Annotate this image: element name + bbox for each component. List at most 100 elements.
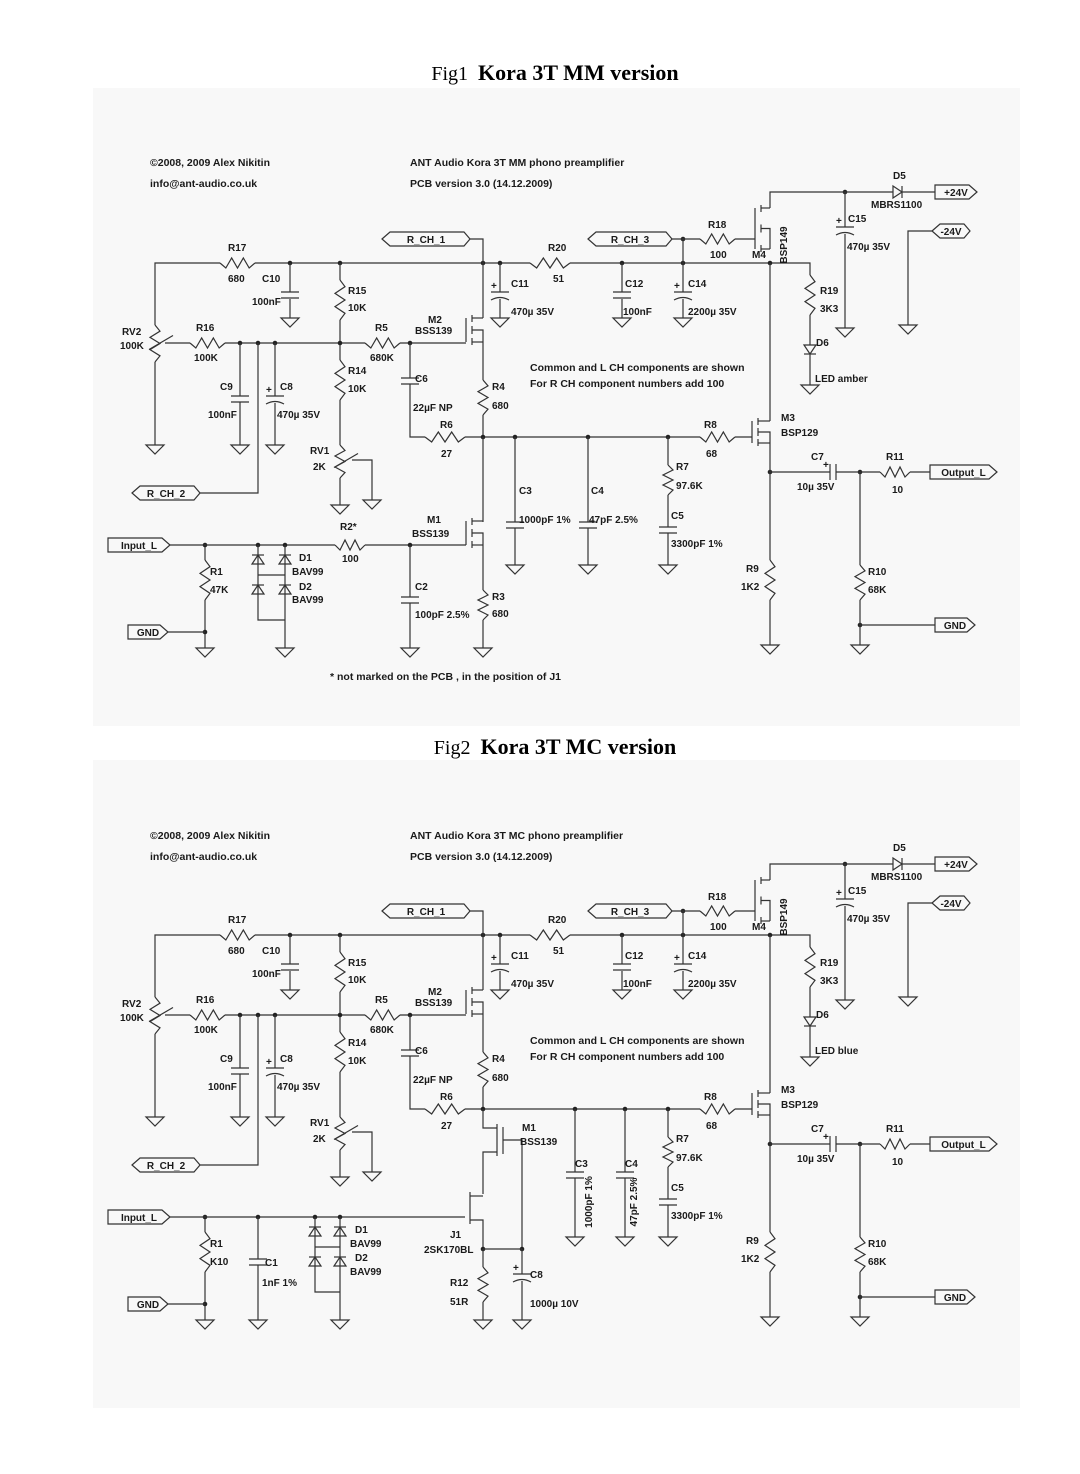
label-rv1-ref: RV1: [310, 446, 330, 457]
capacitor-plate-curved: [673, 968, 693, 973]
label-rv1-value: 2K: [313, 462, 327, 473]
plus-24v-port: [934, 856, 978, 872]
r-ch-1-port: [381, 231, 471, 247]
r-ch-1-port: [381, 903, 471, 919]
ground-icon: [657, 1236, 679, 1247]
resistor-r10: [853, 1236, 867, 1273]
label-c9-value: 100nF: [208, 410, 237, 421]
resistor-r18: [699, 232, 736, 246]
ground-icon: [144, 1116, 166, 1127]
wire: [470, 910, 484, 990]
label-m1-ref: M1: [522, 1123, 536, 1134]
wire: [200, 343, 259, 494]
label-r7-ref: R7: [676, 1134, 689, 1145]
label-m2-ref: M2: [428, 987, 442, 998]
label-c11-ref: C11: [511, 951, 529, 962]
label-r18-ref: R18: [708, 220, 727, 231]
wire: [470, 238, 484, 318]
r-ch-3-port-label: R_CH_3: [611, 907, 650, 918]
note-line-2: For R CH component numbers add 100: [530, 378, 724, 390]
label-r9-ref: R9: [746, 564, 759, 575]
ground-icon: [264, 444, 286, 455]
label-r14-value: 10K: [348, 1056, 367, 1067]
label-c8b-ref: C8: [530, 1270, 543, 1281]
potentiometer-arrow: [148, 334, 174, 351]
ground-icon: [564, 1236, 586, 1247]
ground-icon: [229, 1116, 251, 1127]
pcb-version: PCB version 3.0 (14.12.2009): [410, 851, 552, 863]
minus-24v-port-label: -24V: [940, 227, 961, 238]
label-d2-value: BAV99: [350, 1267, 382, 1278]
ground-icon: [759, 644, 781, 655]
gnd-left-port-label: GND: [137, 628, 159, 639]
ground-icon: [897, 324, 919, 335]
label-r19-ref: R19: [820, 286, 839, 297]
ground-icon: [279, 989, 301, 1000]
label-r19-value: 3K3: [820, 304, 839, 315]
ground-icon: [329, 1319, 351, 1330]
output-l-port: [929, 464, 998, 480]
pcb-version: PCB version 3.0 (14.12.2009): [410, 178, 552, 190]
resistor-r9: [763, 559, 777, 601]
label-c8b-value: 1000µ 10V: [530, 1299, 579, 1310]
label-d5-value: MBRS1100: [871, 200, 923, 211]
ground-icon: [577, 564, 599, 575]
label-r8-value: 68: [706, 449, 718, 460]
label-r7-value: 97.6K: [676, 1153, 703, 1164]
ground-icon: [614, 1236, 636, 1247]
label-c9-value: 100nF: [208, 1082, 237, 1093]
capacitor-plate-curved: [835, 231, 855, 236]
label-rv2-ref: RV2: [122, 999, 142, 1010]
label-r17-value: 680: [228, 274, 245, 285]
label-r4-value: 680: [492, 401, 509, 412]
resistor-r17: [219, 256, 256, 270]
label-c5-value: 3300pF 1%: [671, 539, 723, 550]
wire: [352, 1131, 373, 1172]
resistor-r19: [803, 946, 817, 988]
label-r6-value: 27: [441, 449, 453, 460]
label-r2-ref: R2*: [340, 522, 357, 533]
label-c10-ref: C10: [262, 946, 281, 957]
label-d5-ref: D5: [893, 171, 906, 182]
diode-d1-icon: [332, 1225, 348, 1237]
label-r10-ref: R10: [868, 567, 887, 578]
wire: [409, 1056, 425, 1110]
label-c12-ref: C12: [625, 279, 644, 290]
resistor-r4: [476, 1051, 490, 1088]
ground-icon: [657, 564, 679, 575]
wire: [470, 1219, 484, 1249]
label-c9-ref: C9: [220, 382, 233, 393]
resistor-r15: [333, 951, 347, 993]
gnd-left-port: [127, 1296, 169, 1312]
wire: [352, 459, 373, 500]
r-ch-2-port-label: R_CH_2: [147, 489, 186, 500]
resistor-r2: [334, 538, 366, 552]
ground-icon: [834, 327, 856, 338]
junction-dot: [337, 340, 343, 346]
gnd-right-port-label: GND: [944, 621, 966, 632]
ground-icon: [672, 317, 694, 328]
polarity-plus: +: [836, 888, 842, 899]
led-d6-icon: [802, 1016, 818, 1028]
label-c7-value: 10µ 35V: [797, 1154, 835, 1165]
resistor-r8: [699, 1102, 736, 1116]
ground-icon: [672, 989, 694, 1000]
resistor-r20: [529, 928, 571, 942]
ground-icon: [229, 444, 251, 455]
ground-icon: [194, 647, 216, 658]
mosfet-m3-body: [758, 431, 771, 443]
resistor-r3: [476, 589, 490, 621]
label-d1-ref: D1: [355, 1225, 368, 1236]
label-r11-ref: R11: [886, 452, 904, 463]
label-r11-value: 10: [892, 485, 904, 496]
label-r15-value: 10K: [348, 975, 367, 986]
label-rv2-value: 100K: [120, 341, 145, 352]
ground-icon: [279, 317, 301, 328]
label-m3-ref: M3: [781, 413, 795, 424]
resistor-r12: [476, 1266, 490, 1303]
label-m3-ref: M3: [781, 1085, 795, 1096]
led-d6-icon: [802, 344, 818, 356]
wire: [314, 1217, 340, 1293]
label-c14-ref: C14: [688, 951, 707, 962]
wire: [769, 191, 893, 208]
